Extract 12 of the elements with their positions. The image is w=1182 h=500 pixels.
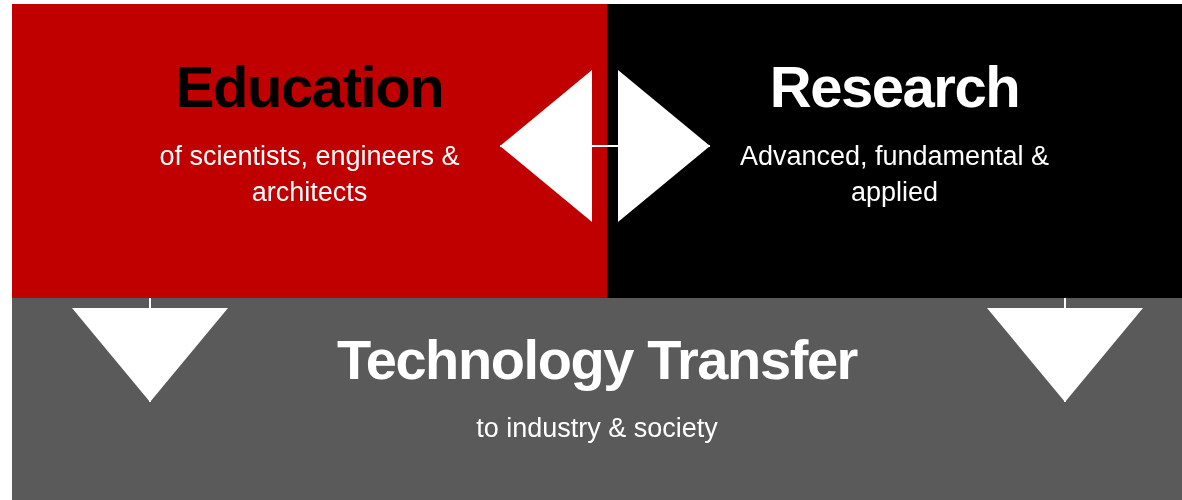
panel-heading: Education	[175, 58, 444, 116]
panel-heading: Research	[769, 58, 1020, 116]
panel-subtitle: Advanced, fundamental & applied	[738, 140, 1051, 210]
triangle-arrow	[987, 297, 1143, 403]
triangle-arrow	[72, 297, 228, 403]
panel	[12, 298, 1182, 500]
triangle-arrow	[499, 70, 608, 222]
panel	[607, 4, 1182, 298]
panel-subtitle: to industry & society	[475, 412, 719, 445]
panel	[12, 4, 607, 298]
panel-subtitle: of scientists, engineers & architects	[158, 140, 461, 210]
triangle-arrow	[606, 70, 711, 222]
